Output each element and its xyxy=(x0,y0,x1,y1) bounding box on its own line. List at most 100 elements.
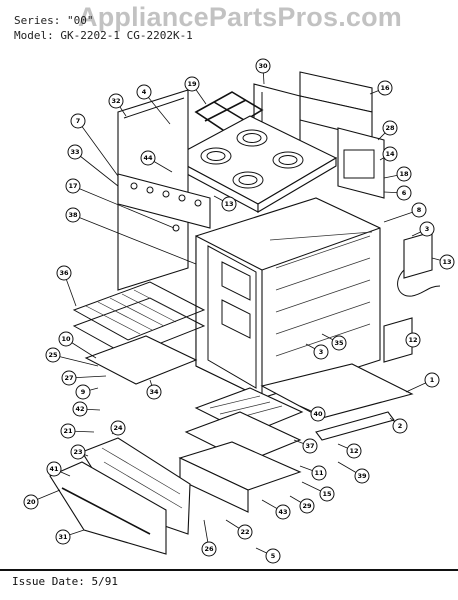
control-panel-part xyxy=(117,173,211,232)
callout-15: 15 xyxy=(319,486,335,502)
model-label: Model: GK-2202-1 CG-2202K-1 xyxy=(14,29,193,42)
callout-36: 36 xyxy=(56,265,72,281)
svg-text:25: 25 xyxy=(48,351,58,359)
drawer-front-part xyxy=(49,437,191,555)
callout-19: 19 xyxy=(184,76,200,92)
svg-text:33: 33 xyxy=(70,148,79,156)
callout-6: 6 xyxy=(396,185,412,201)
issue-date: Issue Date: 5/91 xyxy=(12,575,118,588)
svg-text:4: 4 xyxy=(142,88,147,96)
svg-text:10: 10 xyxy=(61,335,71,343)
callout-25: 25 xyxy=(45,347,61,363)
callout-34: 34 xyxy=(146,384,162,400)
callout-2: 2 xyxy=(392,418,408,434)
svg-text:21: 21 xyxy=(63,427,73,435)
callout-4: 4 xyxy=(136,84,152,100)
svg-text:42: 42 xyxy=(75,405,84,413)
svg-text:6: 6 xyxy=(402,189,407,197)
top-cover-part xyxy=(299,71,373,139)
svg-text:31: 31 xyxy=(58,533,68,541)
regulator-part xyxy=(397,231,441,297)
svg-text:19: 19 xyxy=(187,80,197,88)
callout-41: 41 xyxy=(46,461,62,477)
side-rail-part xyxy=(315,411,395,441)
callout-7: 7 xyxy=(70,113,86,129)
callout-40: 40 xyxy=(310,406,326,422)
callout-24: 24 xyxy=(110,420,126,436)
svg-text:16: 16 xyxy=(380,84,390,92)
callout-38: 38 xyxy=(65,207,81,223)
svg-text:41: 41 xyxy=(49,465,59,473)
svg-text:44: 44 xyxy=(143,154,153,162)
cooktop-part xyxy=(170,115,338,213)
callout-44: 44 xyxy=(140,150,156,166)
svg-text:26: 26 xyxy=(204,545,214,553)
junction-box-part xyxy=(383,317,413,363)
svg-text:11: 11 xyxy=(314,469,324,477)
oven-bottom-part xyxy=(260,363,414,419)
svg-text:30: 30 xyxy=(258,62,268,70)
callout-3-upper: 3 xyxy=(419,221,435,237)
callout-28: 28 xyxy=(382,120,398,136)
callout-29: 29 xyxy=(299,498,315,514)
callout-35: 35 xyxy=(331,335,347,351)
svg-text:8: 8 xyxy=(417,206,422,214)
callout-18: 18 xyxy=(396,166,412,182)
callout-33: 33 xyxy=(67,144,83,160)
callout-8: 8 xyxy=(411,202,427,218)
svg-text:3: 3 xyxy=(425,225,430,233)
svg-text:1: 1 xyxy=(430,376,435,384)
svg-text:12: 12 xyxy=(349,447,358,455)
svg-text:37: 37 xyxy=(305,442,314,450)
svg-text:12: 12 xyxy=(408,336,417,344)
callout-13-upper: 13 xyxy=(221,196,237,212)
svg-text:32: 32 xyxy=(111,97,120,105)
callout-12-right: 12 xyxy=(405,332,421,348)
callout-12-lower: 12 xyxy=(346,443,362,459)
callout-43: 43 xyxy=(275,504,291,520)
svg-text:36: 36 xyxy=(59,269,69,277)
svg-text:5: 5 xyxy=(271,552,276,560)
callout-14: 14 xyxy=(382,146,398,162)
svg-text:23: 23 xyxy=(73,448,82,456)
callout-39: 39 xyxy=(354,468,370,484)
svg-text:39: 39 xyxy=(357,472,367,480)
svg-text:35: 35 xyxy=(334,339,344,347)
callout-21: 21 xyxy=(60,423,76,439)
callout-23: 23 xyxy=(70,444,86,460)
svg-text:14: 14 xyxy=(385,150,395,158)
svg-text:40: 40 xyxy=(313,410,323,418)
svg-text:34: 34 xyxy=(149,388,159,396)
svg-text:18: 18 xyxy=(399,170,409,178)
callout-1: 1 xyxy=(424,372,440,388)
svg-text:13: 13 xyxy=(224,200,233,208)
series-label: Series: "00" xyxy=(14,14,94,27)
svg-text:9: 9 xyxy=(81,388,86,396)
callout-5: 5 xyxy=(265,548,281,564)
svg-text:2: 2 xyxy=(398,422,403,430)
callout-26: 26 xyxy=(201,541,217,557)
callout-group: 30 19 16 4 32 7 28 14 33 44 18 17 13 xyxy=(23,58,455,564)
svg-text:20: 20 xyxy=(26,498,36,506)
svg-text:24: 24 xyxy=(113,424,123,432)
callout-13-right: 13 xyxy=(439,254,455,270)
callout-30: 30 xyxy=(255,58,271,74)
bottom-tray-part xyxy=(84,335,198,385)
callout-20: 20 xyxy=(23,494,39,510)
callout-17: 17 xyxy=(65,178,81,194)
rear-bracket-part xyxy=(337,127,385,199)
svg-text:17: 17 xyxy=(68,182,77,190)
oven-rack-part xyxy=(72,281,206,357)
footer-rule xyxy=(0,569,458,571)
svg-text:3: 3 xyxy=(319,348,324,356)
callout-16: 16 xyxy=(377,80,393,96)
svg-text:43: 43 xyxy=(278,508,287,516)
svg-text:7: 7 xyxy=(76,117,81,125)
svg-text:28: 28 xyxy=(385,124,395,132)
drawer-box-part xyxy=(178,441,302,513)
callout-31: 31 xyxy=(55,529,71,545)
svg-text:27: 27 xyxy=(64,374,73,382)
svg-text:29: 29 xyxy=(302,502,312,510)
